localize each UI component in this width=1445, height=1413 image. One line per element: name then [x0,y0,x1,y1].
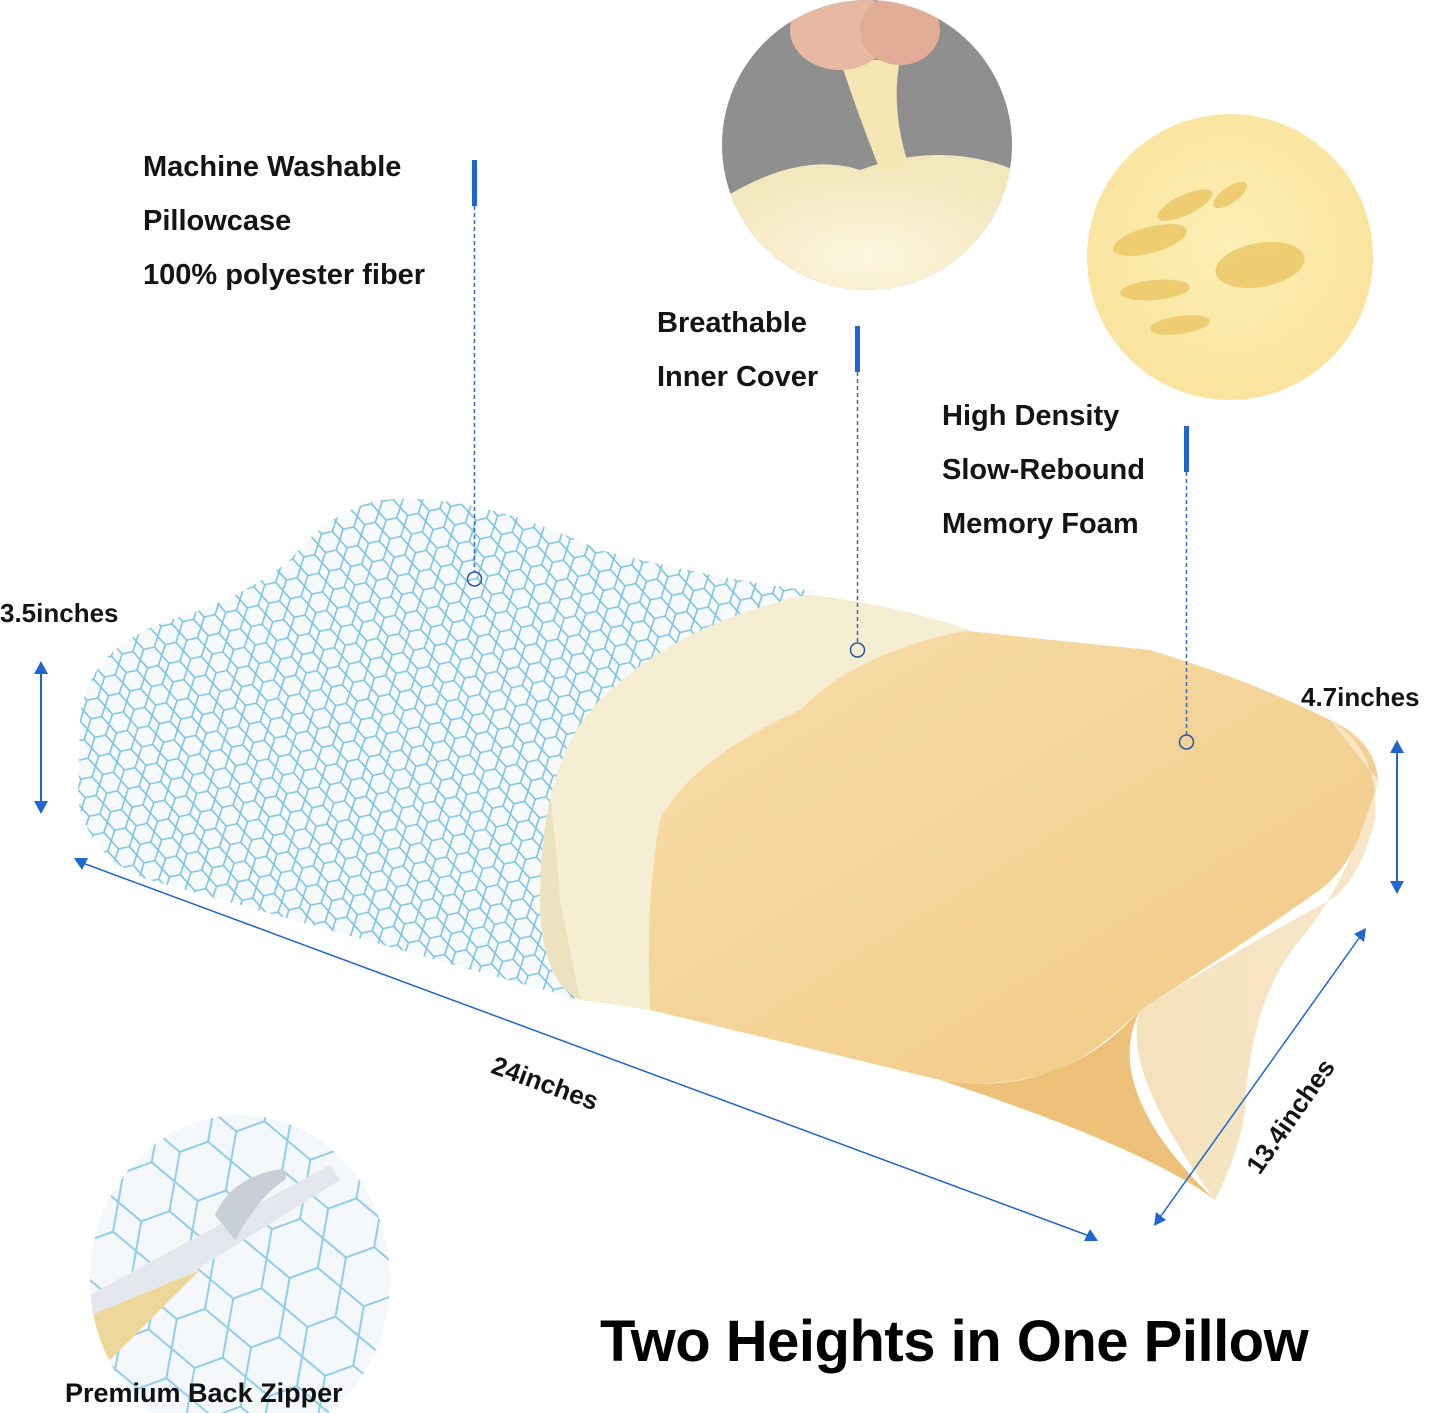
foam-callout: High Density Slow-Rebound Memory Foam [942,389,1145,551]
hand-print-photo [1087,114,1373,400]
high-height-label: 4.7inches [1301,682,1420,712]
foam-callout-line: Memory Foam [942,508,1139,540]
zipper-caption: Premium Back Zipper [65,1378,343,1408]
headline: Two Heights in One Pillow [600,1309,1309,1374]
inner-cover-callout-line: Inner Cover [657,361,819,393]
pillowcase-callout-line: Pillowcase [143,205,292,237]
inner-cover-callout: Breathable Inner Cover [657,296,818,404]
pillowcase-section [78,498,820,1000]
inner-cover-callout-line: Breathable [657,307,807,339]
foam-callout-line: Slow-Rebound [942,454,1145,486]
zipper-photo [90,1115,390,1413]
fabric-stretch-photo [722,0,1012,290]
dimension-arrows [34,661,1404,1241]
low-height-label: 3.5inches [0,598,119,628]
pillowcase-callout: Machine Washable Pillowcase 100% polyest… [143,140,425,302]
pillowcase-callout-line: 100% polyester fiber [143,259,426,291]
pillowcase-callout-line: Machine Washable [143,151,402,183]
callout-leaders [466,160,1195,750]
foam-callout-line: High Density [942,400,1120,432]
